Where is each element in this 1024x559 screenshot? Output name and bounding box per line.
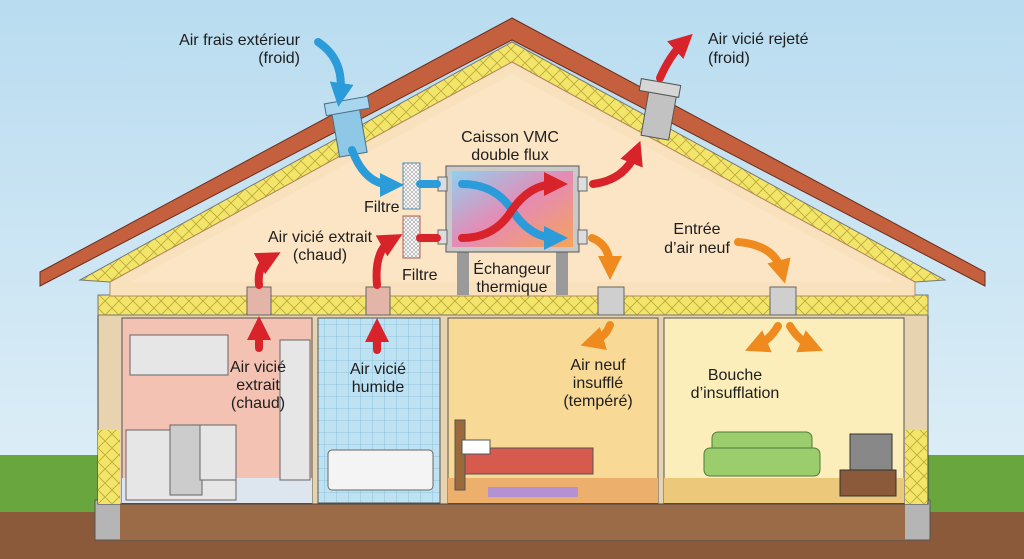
label-line: thermique	[476, 279, 547, 296]
label-line: Entrée	[673, 221, 720, 238]
arrow-living-supply-right	[786, 322, 824, 353]
label-bedroom-supply: Air neuf insufflé (tempéré)	[563, 357, 632, 410]
arrow-exhaust-to-vent	[589, 140, 643, 188]
label-line: Air neuf	[570, 357, 626, 374]
label-line: Air frais extérieur	[179, 32, 301, 49]
label-filter-top: Filtre	[364, 199, 400, 216]
arrow-box-to-bedroom-vent	[588, 234, 622, 280]
label-line: d’air neuf	[664, 240, 730, 257]
crawlspace	[120, 503, 905, 540]
label-line: Air vicié rejeté	[708, 31, 809, 48]
kitchen-cabinets	[125, 334, 311, 501]
label-line: Air vicié	[230, 359, 286, 376]
arrow-to-filter-cold	[348, 146, 404, 197]
wall-insulation-left	[98, 430, 120, 504]
label-line: extrait	[236, 377, 280, 394]
label-line: Air vicié extrait	[268, 229, 373, 246]
label-vmc-box: Caisson VMC double flux	[461, 129, 559, 164]
arrow-hx-warm	[458, 172, 568, 242]
bed	[454, 419, 594, 497]
label-line: (chaud)	[293, 247, 347, 264]
label-new-air-entry: Entrée d’air neuf	[664, 221, 730, 257]
label-line: Bouche	[708, 367, 762, 384]
wall-insulation-right	[905, 430, 927, 504]
roof-tiles	[39, 17, 986, 287]
label-line: double flux	[471, 147, 548, 164]
label-line: insufflé	[573, 375, 624, 392]
label-line: Caisson VMC	[461, 129, 559, 146]
stale-air-exhaust-vent	[638, 78, 682, 141]
arrow-new-air-entry	[734, 238, 791, 284]
arrow-kitchen-up	[253, 252, 281, 289]
label-line: Échangeur	[473, 259, 551, 278]
label-filter-bottom: Filtre	[402, 267, 438, 284]
tv	[839, 433, 897, 497]
label-living-supply: Bouche d’insufflation	[691, 367, 780, 402]
attic-floor-insulation	[97, 294, 929, 316]
label-exchanger: Échangeur thermique	[473, 259, 551, 296]
bathtub	[327, 449, 434, 491]
label-line: (tempéré)	[563, 393, 632, 410]
arrow-bedroom-supply	[580, 321, 614, 350]
supply-vent-bedroom	[597, 286, 625, 316]
label-line: (froid)	[708, 50, 750, 67]
supply-vent-living	[769, 286, 797, 316]
sofa	[703, 431, 821, 477]
extract-vent-bathroom	[365, 286, 391, 316]
label-stale-air-out: Air vicié rejeté (froid)	[708, 31, 809, 67]
label-line: (froid)	[258, 50, 300, 67]
label-bathroom-extract: Air vicié humide	[350, 361, 406, 396]
arrow-living-supply-left	[744, 322, 782, 353]
label-fresh-air-in: Air frais extérieur (froid)	[179, 32, 301, 67]
label-line: Air vicié	[350, 361, 406, 378]
label-line: (chaud)	[231, 395, 285, 412]
label-extract-attic: Air vicié extrait (chaud)	[268, 229, 373, 264]
extract-vent-kitchen	[246, 286, 272, 316]
label-kitchen-extract: Air vicié extrait (chaud)	[230, 359, 286, 412]
bedroom	[447, 317, 659, 504]
label-line: d’insufflation	[691, 385, 780, 402]
arrow-bathroom-up	[372, 234, 403, 289]
label-line: humide	[352, 379, 405, 396]
arrow-fresh-air-in	[314, 38, 354, 107]
arrow-stale-air-out	[656, 33, 693, 82]
